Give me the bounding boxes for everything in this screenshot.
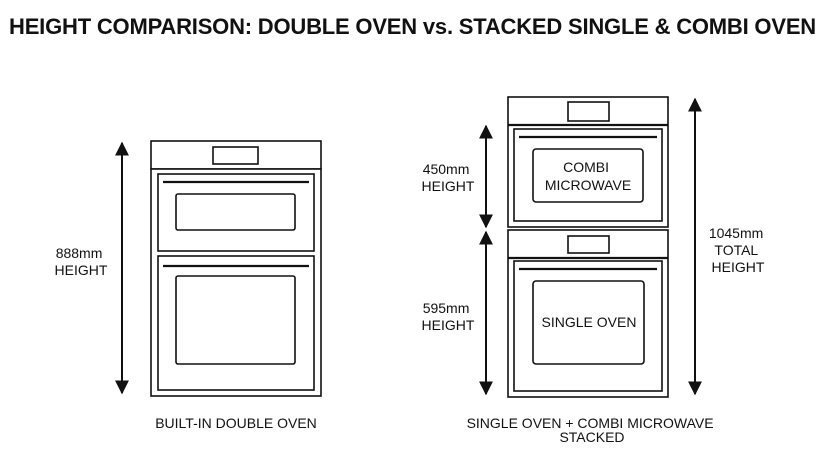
combi-outer-frame xyxy=(507,96,669,228)
single-oven-label: SINGLE OVEN xyxy=(542,314,637,330)
page-title: HEIGHT COMPARISON: DOUBLE OVEN vs. STACK… xyxy=(9,14,816,39)
upper-oven-window xyxy=(175,193,296,231)
combi-door xyxy=(513,128,663,222)
single-oven-height-label: 595mm HEIGHT xyxy=(422,300,475,333)
stacked-caption: SINGLE OVEN + COMBI MICROWAVE STACKED xyxy=(467,415,718,445)
combi-display-window xyxy=(567,101,610,122)
combi-height-label: 450mm HEIGHT xyxy=(422,161,475,194)
combi-window xyxy=(532,148,644,203)
control-panel xyxy=(150,140,322,170)
single-oven-door xyxy=(513,260,663,392)
combi-microwave-label: COMBI MICROWAVE xyxy=(545,159,631,193)
single-oven-unit: SINGLE OVEN xyxy=(507,229,669,398)
upper-oven-door xyxy=(157,173,315,252)
single-oven-window xyxy=(532,280,645,365)
lower-oven-door xyxy=(157,255,315,391)
double-oven-unit xyxy=(150,140,322,397)
oven-body xyxy=(150,168,322,397)
combi-microwave-unit: COMBI MICROWAVE xyxy=(507,96,669,228)
double-oven-caption: BUILT-IN DOUBLE OVEN xyxy=(155,415,317,431)
double-oven-height-label: 888mm HEIGHT xyxy=(55,245,108,278)
single-display-window xyxy=(567,235,610,254)
display-window xyxy=(212,146,259,165)
total-height-label: 1045mm TOTAL HEIGHT xyxy=(709,225,767,275)
lower-oven-window xyxy=(175,275,296,365)
